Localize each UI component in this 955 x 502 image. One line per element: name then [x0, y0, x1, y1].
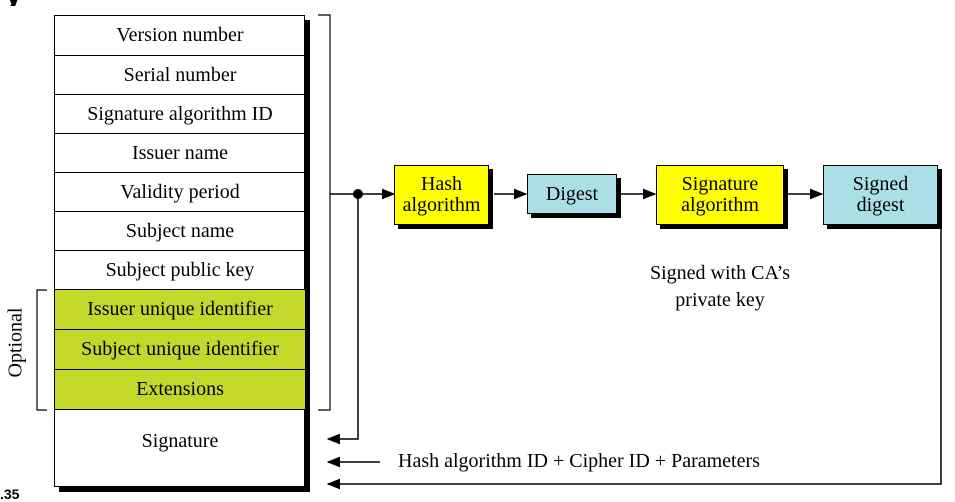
- field-serial-number: Serial number: [55, 56, 305, 95]
- signature-algorithm-box: Signature algorithm: [656, 165, 784, 225]
- digest-box: Digest: [527, 174, 617, 214]
- field-extensions: Extensions: [55, 370, 305, 410]
- signed-digest-box: Signed digest: [823, 165, 938, 225]
- hash-algorithm-box: Hash algorithm: [394, 165, 489, 225]
- field-version-number: Version number: [55, 16, 305, 56]
- optional-bracket: [36, 289, 47, 411]
- title-fragment: y: [0, 0, 40, 6]
- field-signature-algorithm-id: Signature algorithm ID: [55, 95, 305, 134]
- field-signature: Signature: [141, 430, 219, 452]
- field-subject-name: Subject name: [55, 212, 305, 251]
- fields-bracket: [318, 14, 331, 411]
- signed-with-ca-note: Signed with CA’s private key: [649, 262, 791, 311]
- field-validity-period: Validity period: [55, 173, 305, 212]
- field-subject-unique-identifier: Subject unique identifier: [55, 330, 305, 370]
- field-issuer-name: Issuer name: [55, 134, 305, 173]
- params-label: Hash algorithm ID + Cipher ID + Paramete…: [398, 450, 760, 472]
- field-subject-public-key: Subject public key: [55, 251, 305, 290]
- figure-number: .35: [0, 486, 20, 502]
- field-issuer-unique-identifier: Issuer unique identifier: [55, 290, 305, 330]
